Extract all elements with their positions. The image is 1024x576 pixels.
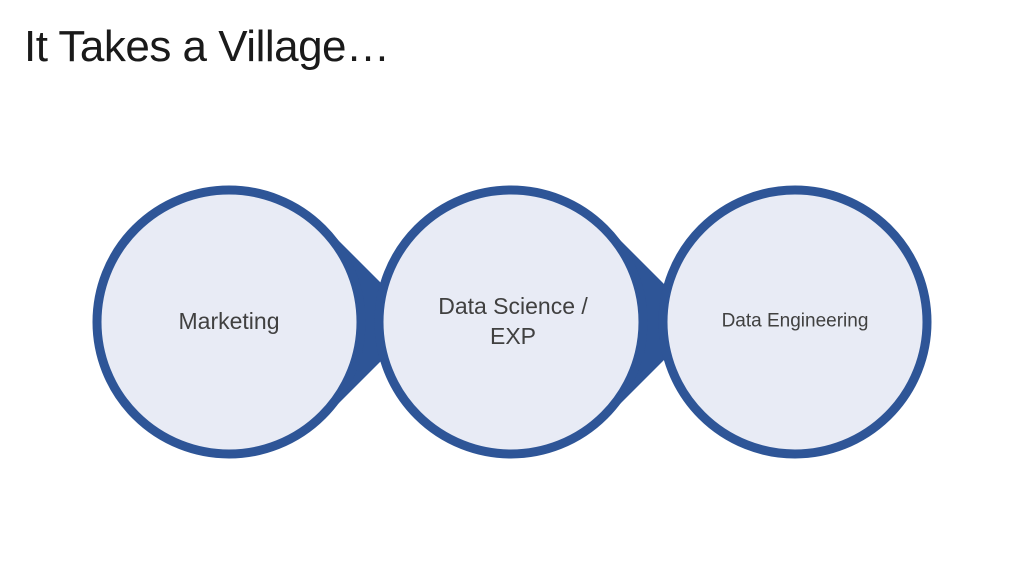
node-label-data-science: Data Science / EXP	[438, 293, 588, 349]
node-circle-data-science	[374, 185, 648, 459]
node-label-data-engineering: Data Engineering	[721, 310, 869, 332]
slide-title: It Takes a Village…	[24, 22, 390, 71]
node-circle-data-engineering	[658, 185, 932, 459]
node-label-marketing: Marketing	[178, 308, 280, 335]
node-circle-marketing	[92, 185, 366, 459]
